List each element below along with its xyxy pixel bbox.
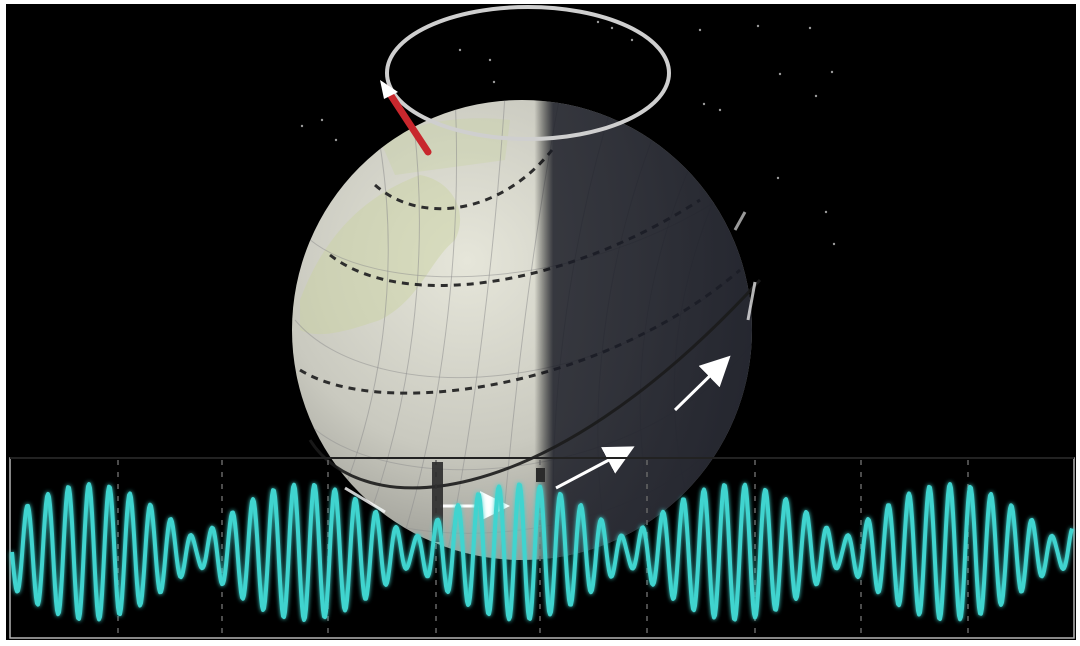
star [778,72,782,76]
star [458,48,462,52]
star [698,28,702,32]
star [488,58,492,62]
precession-ring [385,5,671,141]
orbit-direction-arrow-icon [344,211,757,521]
star [808,26,812,30]
star [334,138,338,142]
starfield [300,20,836,246]
star [320,118,324,122]
star [718,108,722,112]
star [832,242,836,246]
star [300,124,304,128]
spin-axis-arrow-icon [380,80,432,156]
star [776,176,780,180]
star [610,26,614,30]
star [756,24,760,28]
star [702,102,706,106]
star [596,20,600,24]
star [492,80,496,84]
star [830,70,834,74]
star [824,210,828,214]
waveform-signal [10,482,1074,622]
star [814,94,818,98]
time-marker [432,462,443,542]
star [630,38,634,42]
planet-globe [292,100,762,560]
